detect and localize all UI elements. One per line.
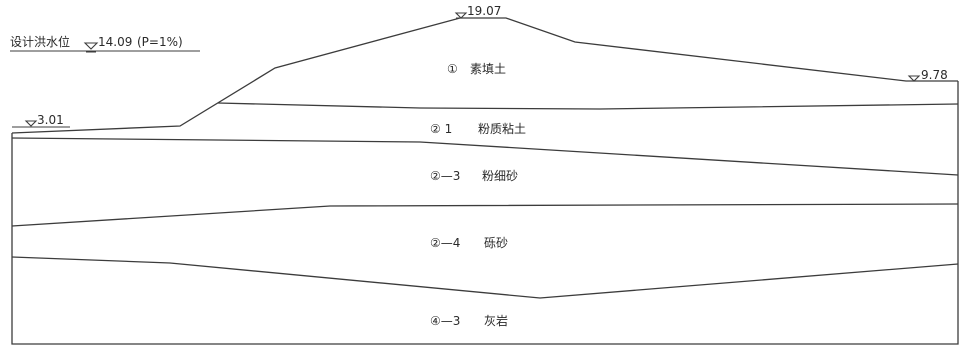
- layer-name: 粉质粘土: [478, 121, 526, 136]
- layer-name: 素填土: [470, 62, 506, 76]
- left-level-symbol: [24, 120, 38, 127]
- layer-name: 砾砂: [484, 236, 508, 250]
- layer-id: ④—3: [430, 314, 460, 328]
- water-level-symbol: [83, 42, 99, 50]
- layer-label-limestone: ④—3 灰岩: [430, 313, 508, 328]
- crest-elevation-marker: 19.07: [454, 4, 505, 19]
- boundary-fill-silty-clay: [217, 102, 959, 110]
- right-elevation-marker: 9.78: [905, 68, 956, 82]
- crest-level-symbol: [454, 12, 468, 19]
- layer-label-silty-clay: ② 1 粉质粘土: [430, 121, 526, 136]
- boundary-fine-sand-gravel-sand: [11, 203, 959, 227]
- left-elevation-value: 3.01: [37, 113, 64, 127]
- crest-elevation-value: 19.07: [467, 4, 501, 18]
- layer-name: 粉细砂: [482, 169, 518, 183]
- layer-label-fill: ① 素填土: [447, 62, 506, 76]
- ground-surface-line: [11, 17, 958, 134]
- flood-level-annotation: 设计洪水位 14.09 (P=1%): [10, 34, 200, 53]
- layer-name: 灰岩: [484, 313, 508, 328]
- layer-label-gravel-sand: ②—4 砾砂: [430, 236, 508, 250]
- layer-id: ②—3: [430, 169, 460, 183]
- right-elevation-value: 9.78: [921, 68, 948, 82]
- layer-id: ② 1: [430, 122, 452, 136]
- layer-id: ②—4: [430, 236, 460, 250]
- boundary-gravel-sand-limestone: [11, 256, 959, 299]
- left-elevation-marker: 3.01: [12, 113, 70, 128]
- boundary-silty-clay-fine-sand: [11, 137, 959, 176]
- layer-id: ①: [447, 62, 458, 76]
- flood-level-label: 设计洪水位: [10, 34, 70, 49]
- right-level-symbol: [907, 75, 921, 82]
- flood-level-value: 14.09: [98, 35, 132, 49]
- layer-label-fine-sand: ②—3 粉细砂: [430, 169, 518, 183]
- section-boundary: [11, 81, 959, 345]
- flood-level-frequency: (P=1%): [137, 35, 183, 49]
